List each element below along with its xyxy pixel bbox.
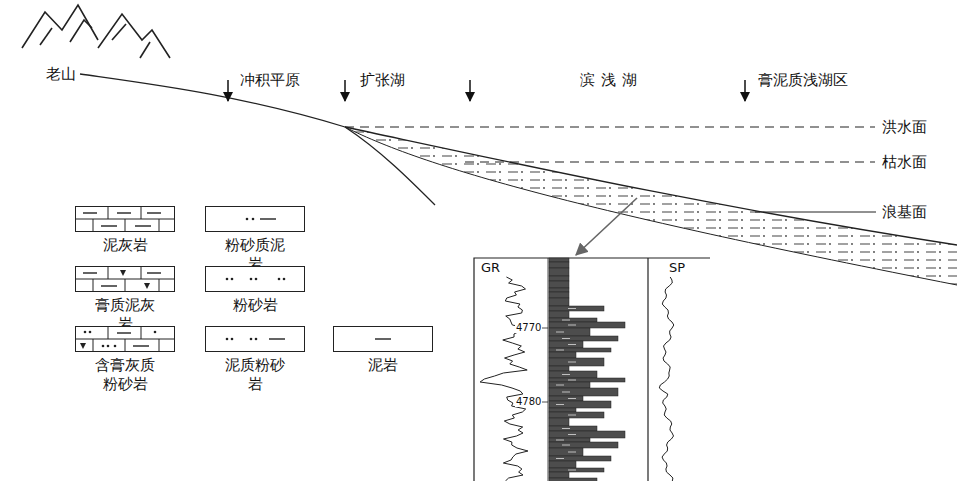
zone-arrow bbox=[228, 80, 745, 101]
legend-swatch bbox=[75, 326, 175, 352]
legend-swatch bbox=[75, 266, 175, 292]
profile bbox=[80, 74, 957, 285]
legend-label: 泥质粉砂岩 bbox=[219, 356, 291, 394]
well-log bbox=[474, 258, 710, 481]
zone-label: 老山 bbox=[46, 66, 76, 83]
legend-item: 含膏灰质 粉砂岩 bbox=[75, 326, 175, 394]
legend-item: 膏质泥灰岩 bbox=[75, 266, 175, 334]
legend-label: 泥灰岩 bbox=[89, 236, 161, 255]
lithology-column bbox=[515, 258, 625, 481]
level-label: 浪基面 bbox=[882, 204, 927, 221]
legend-label: 粉砂岩 bbox=[219, 296, 291, 315]
depth-label: 4770 bbox=[515, 322, 542, 333]
zone-label: 膏泥质浅湖区 bbox=[758, 72, 848, 89]
gr-curve bbox=[480, 277, 528, 481]
legend-label: 含膏灰质 粉砂岩 bbox=[89, 356, 161, 394]
legend-swatch bbox=[205, 266, 305, 292]
legend-swatch bbox=[333, 326, 433, 352]
sp-curve bbox=[659, 277, 674, 481]
curve-label: GR bbox=[480, 261, 501, 275]
legend-item: 粉砂质泥岩 bbox=[205, 206, 305, 274]
leader-line bbox=[755, 212, 876, 213]
zone-label: 滨浅湖 bbox=[580, 72, 643, 89]
legend-item: 泥质粉砂岩 bbox=[205, 326, 305, 394]
sediment-wedge bbox=[345, 127, 957, 285]
pointer-arrow bbox=[576, 198, 637, 255]
legend-swatch bbox=[75, 206, 175, 232]
legend-swatch bbox=[205, 326, 305, 352]
legend-item: 泥岩 bbox=[333, 326, 433, 375]
water-level bbox=[345, 127, 875, 162]
level-label: 洪水面 bbox=[882, 119, 927, 136]
level-label: 枯水面 bbox=[882, 154, 927, 171]
legend-swatch bbox=[205, 206, 305, 232]
zone-label: 冲积平原 bbox=[240, 72, 300, 89]
mountain bbox=[22, 5, 170, 58]
curve-label: SP bbox=[668, 261, 686, 275]
legend-item: 泥灰岩 bbox=[75, 206, 175, 255]
legend-label: 泥岩 bbox=[347, 356, 419, 375]
legend-item: 粉砂岩 bbox=[205, 266, 305, 315]
zone-label: 扩张湖 bbox=[360, 72, 405, 89]
depth-label: 4780 bbox=[515, 396, 542, 407]
